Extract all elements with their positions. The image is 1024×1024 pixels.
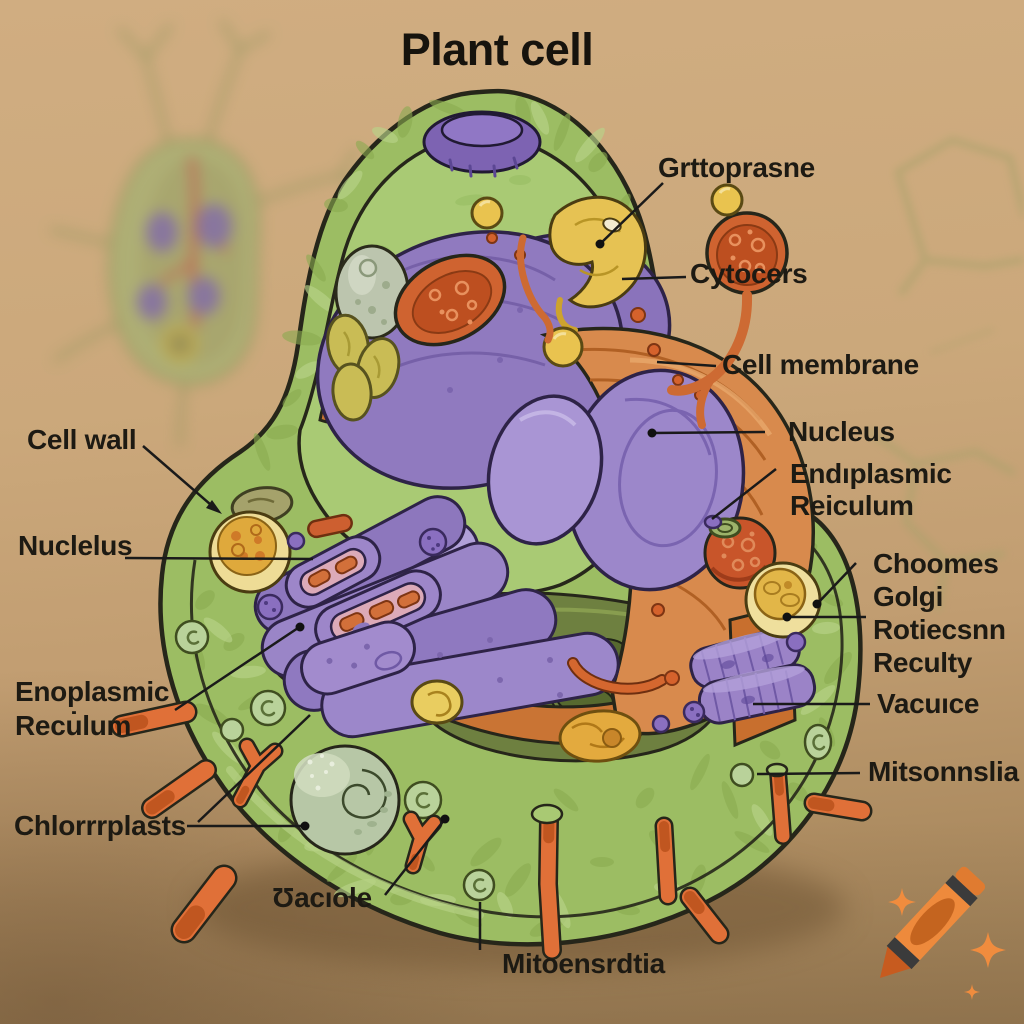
orange-rodlet: [307, 513, 353, 539]
surface-rods: [110, 700, 873, 960]
label-mitochondria-bottom: Mitoensrdtia: [502, 948, 665, 979]
dome-organelles: [326, 110, 789, 429]
label-er-left: Enoplasmic Recu̇lum: [15, 676, 170, 741]
label-golgi-block: Choomes Golgi Rotiecsnn Reculty: [873, 548, 1006, 678]
label-vacuole: Vacuıce: [877, 688, 980, 719]
yellow-orange-blob: [558, 709, 642, 763]
leader-lines: [124, 182, 870, 950]
label-cytocers: Cytocers: [690, 258, 808, 289]
label-chloroplasts: Chlorrrplasts: [14, 810, 186, 841]
golgi-yellow-sphere: [744, 561, 822, 639]
label-cell-membrane: Cell membrane: [722, 349, 919, 380]
label-cytoplasm: Grttoprasne: [658, 152, 815, 183]
yellow-disc: [410, 679, 464, 725]
mitochondrion-top-right: [705, 211, 789, 295]
gray-plastid: [334, 244, 410, 340]
label-vacuole-bottom: Ʊacıole: [272, 882, 372, 913]
label-cell-wall: Cell wall: [27, 424, 137, 455]
yellow-spheres: [470, 183, 744, 368]
mitochondrion-mid-left: [393, 253, 507, 347]
base-organelles: [174, 486, 833, 902]
er-branch: [667, 290, 753, 429]
sparkle-icon: [888, 888, 1006, 1000]
label-mitochondria: Mitsonnslia: [868, 756, 1019, 787]
crayon-icon: [880, 866, 986, 978]
label-endoplasmic-reticulum: Endıplasmic Reiculum: [790, 458, 952, 521]
page-title: Plant cell: [400, 24, 594, 75]
golgi-left: [284, 535, 442, 696]
purple-berries: [256, 514, 807, 734]
top-knob: [422, 110, 542, 178]
pale-vacuole-sphere: [289, 744, 401, 856]
label-nucleolus: Nuclelus: [18, 530, 133, 561]
background-cell-sketch: [49, 19, 375, 447]
nucleolus-sphere: [208, 510, 292, 594]
light-swirl-circles: [174, 619, 833, 902]
er-squiggle: [517, 234, 554, 344]
label-nucleus: Nucleus: [788, 416, 895, 447]
olive-ovals: [326, 313, 401, 422]
vacuole-orange-tube: [567, 657, 668, 695]
